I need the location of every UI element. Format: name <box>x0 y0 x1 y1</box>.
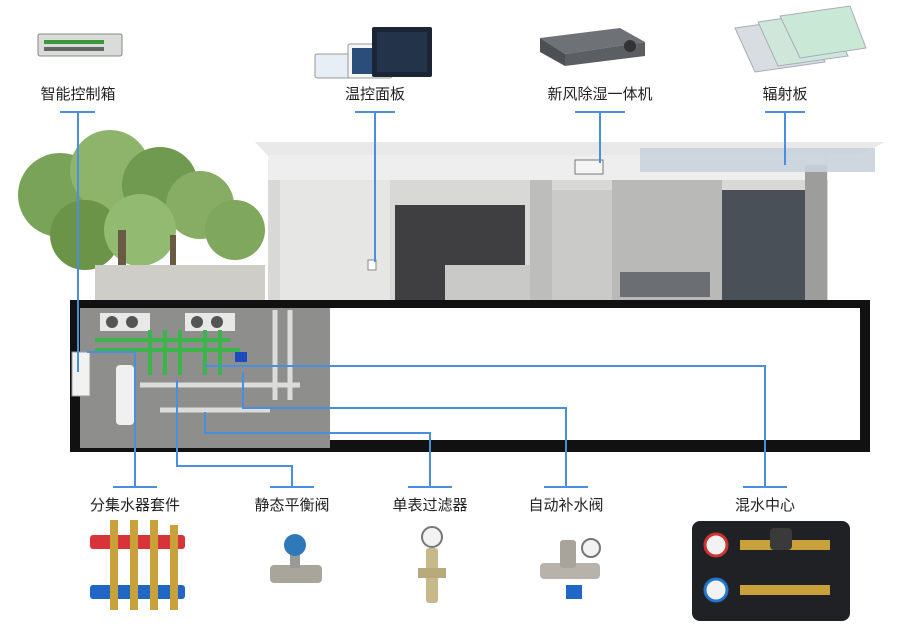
static-balance-valve-image <box>270 534 322 583</box>
tree-illustration <box>18 130 265 285</box>
label-smart-control-box: 智能控制箱 <box>40 85 116 103</box>
label-thermostat-panel: 温控面板 <box>344 85 406 103</box>
label-mixing-center: 混水中心 <box>734 496 796 514</box>
smart-control-box-image <box>37 33 123 57</box>
label-single-meter-filter: 单表过滤器 <box>392 496 468 514</box>
label-fresh-air-dehumidifier: 新风除湿一体机 <box>547 85 653 103</box>
basement <box>70 300 870 452</box>
leader-lines <box>60 111 805 488</box>
thermostat-panel-image <box>314 27 432 79</box>
fresh-air-unit-image <box>540 28 645 66</box>
manifold-kit-image <box>90 520 185 610</box>
single-meter-filter-image <box>418 526 446 603</box>
label-manifold-kit: 分集水器套件 <box>89 496 181 514</box>
label-auto-refill-valve: 自动补水阀 <box>528 496 604 514</box>
label-radiant-panel: 辐射板 <box>762 85 808 103</box>
auto-refill-valve-image <box>540 538 601 599</box>
house-cutaway <box>95 142 885 300</box>
mixing-center-image <box>692 521 850 621</box>
label-static-balance-valve: 静态平衡阀 <box>254 496 330 514</box>
radiant-panel-image <box>734 5 867 73</box>
